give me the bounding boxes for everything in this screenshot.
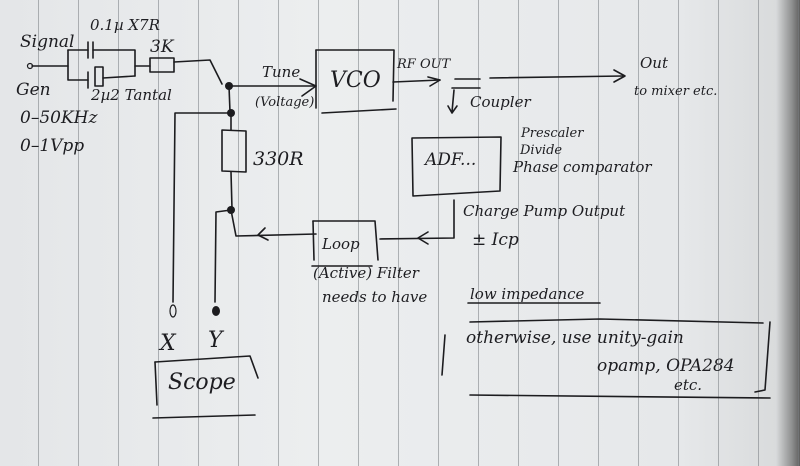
remark-bracket	[441, 321, 771, 399]
tune-node-wiring	[172, 82, 317, 303]
adf-block	[411, 136, 502, 197]
out-to-mixer-label: to mixer etc.	[634, 84, 718, 99]
loop-label: Loop	[322, 235, 360, 253]
charge-pump-wire	[379, 199, 455, 245]
vco-block	[315, 49, 441, 114]
out-label: Out	[640, 54, 668, 72]
cap-tantalum-label: 2µ2 Tantal	[91, 86, 172, 104]
tune-label: Tune	[262, 63, 301, 81]
loop-filter-block	[311, 220, 379, 267]
needs-to-have-label: needs to have	[322, 288, 428, 306]
remark-line2: opamp, OPA284	[597, 356, 735, 376]
scope-label: Scope	[168, 370, 236, 395]
charge-pump-label: Charge Pump Output	[463, 202, 626, 220]
remark-line3: etc.	[674, 376, 703, 394]
output-arrow	[489, 69, 626, 83]
icp-label: ± Icp	[472, 230, 519, 250]
coupler-label: Coupler	[470, 93, 531, 111]
signal-gen-label: Signal	[20, 32, 75, 52]
cap-ceramic-label: 0.1µ X7R	[90, 16, 160, 34]
coupling-capacitors	[67, 41, 151, 89]
low-impedance-label: low impedance	[470, 285, 585, 303]
active-filter-label: (Active) Filter	[313, 264, 419, 282]
resistor-3k	[149, 57, 223, 85]
scope-y-label: Y	[208, 328, 223, 353]
scope-probes	[169, 304, 220, 318]
scope-block	[152, 355, 259, 419]
remark-line1: otherwise, use unity-gain	[466, 328, 684, 348]
prescaler-label: Prescaler	[521, 126, 584, 141]
amplitude-label: 0–1Vpp	[20, 136, 85, 156]
resistor-3k-label: 3K	[150, 37, 174, 57]
signal-gen-label-gen: Gen	[16, 80, 51, 100]
voltage-label: (Voltage)	[255, 95, 315, 110]
phase-comparator-label: Phase comparator	[513, 158, 652, 176]
rf-out-label: RF OUT	[397, 57, 451, 72]
frequency-range-label: 0–50KHz	[20, 108, 98, 128]
resistor-330r	[214, 129, 317, 303]
tune-arrow	[299, 78, 317, 97]
divide-label: Divide	[520, 143, 563, 158]
vco-label: VCO	[330, 68, 381, 93]
resistor-330r-label: 330R	[253, 148, 304, 170]
low-impedance-underline	[467, 302, 764, 324]
signal-gen-terminal	[26, 62, 69, 70]
coupler-symbol	[447, 78, 481, 114]
adf-label: ADF...	[425, 150, 477, 170]
scope-x-label: X	[160, 331, 176, 356]
